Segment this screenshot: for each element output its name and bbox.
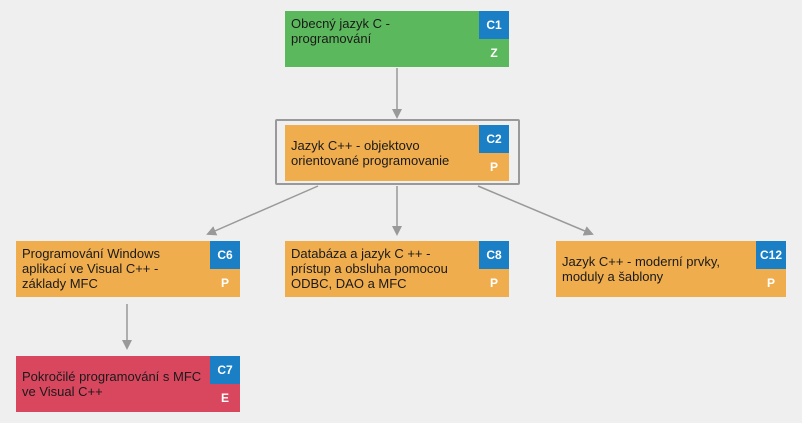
- course-code-badge: C2: [479, 125, 509, 153]
- course-type-badge: P: [479, 153, 509, 181]
- course-code-badge: C7: [210, 356, 240, 384]
- node-c8[interactable]: Databáza a jazyk C ++ - prístup a obsluh…: [285, 241, 509, 297]
- course-code-badge: C8: [479, 241, 509, 269]
- node-label: Pokročilé programování s MFC ve Visual C…: [22, 369, 202, 399]
- node-label: Databáza a jazyk C ++ - prístup a obsluh…: [291, 246, 448, 291]
- node-label: Obecný jazyk C - programování: [291, 16, 390, 46]
- course-type-badge: Z: [479, 39, 509, 67]
- node-label: Jazyk C++ - moderní prvky, moduly a šabl…: [562, 254, 720, 284]
- node-c1[interactable]: Obecný jazyk C - programování C1 Z: [285, 11, 509, 67]
- course-code-badge: C1: [479, 11, 509, 39]
- course-code-badge: C6: [210, 241, 240, 269]
- edge-c2-c12: [477, 185, 594, 236]
- node-c2[interactable]: Jazyk C++ - objektovo orientované progra…: [285, 125, 509, 181]
- course-type-badge: P: [756, 269, 786, 297]
- node-label: Jazyk C++ - objektovo orientované progra…: [291, 138, 450, 168]
- node-c6[interactable]: Programování Windows aplikací ve Visual …: [16, 241, 240, 297]
- course-type-badge: E: [210, 384, 240, 412]
- course-type-badge: P: [210, 269, 240, 297]
- node-label: Programování Windows aplikací ve Visual …: [22, 246, 160, 291]
- course-code-badge: C12: [756, 241, 786, 269]
- course-type-badge: P: [479, 269, 509, 297]
- selected-node-frame: [275, 119, 520, 185]
- node-c12[interactable]: Jazyk C++ - moderní prvky, moduly a šabl…: [556, 241, 786, 297]
- edge-c2-c6: [206, 185, 319, 236]
- node-c7[interactable]: Pokročilé programování s MFC ve Visual C…: [16, 356, 240, 412]
